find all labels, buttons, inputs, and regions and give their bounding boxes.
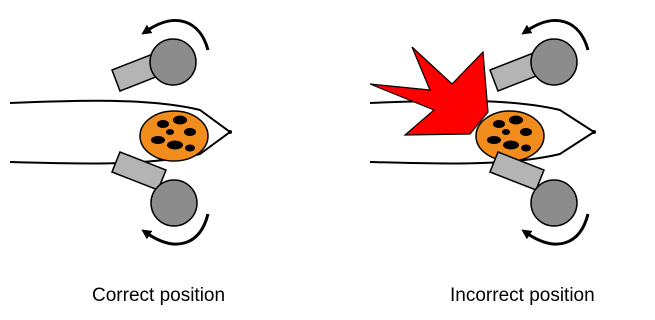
top-roller-icon [111,38,197,92]
rotation-arrow-icon [141,213,210,246]
rotation-arrow-icon [141,19,210,51]
bottom-roller-icon [111,151,198,227]
caption-incorrect-position: Incorrect position [450,285,595,306]
seed-icon [139,110,209,162]
bottom-roller-icon [489,151,578,227]
seed-icon [475,110,545,162]
panel-incorrect [369,19,596,246]
rotation-arrow-icon [521,213,590,246]
panel-correct [9,19,232,246]
caption-correct-position: Correct position [92,285,226,306]
burst-icon [369,46,489,136]
top-roller-icon [489,38,578,92]
rotation-arrow-icon [521,19,590,51]
